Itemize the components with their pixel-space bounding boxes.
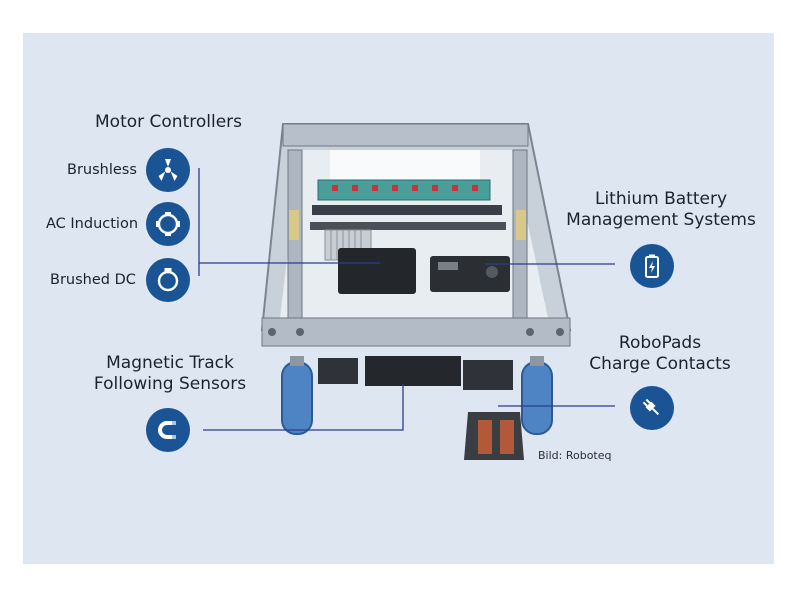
ac-induction-label: AC Induction — [46, 216, 139, 232]
motor-controllers-title: Motor Controllers — [95, 112, 243, 132]
sensors-title-line2: Following Sensors — [93, 374, 247, 394]
battery-icon — [630, 244, 674, 288]
brushed-dc-motor-icon — [146, 258, 190, 302]
robopads-title-line2: Charge Contacts — [589, 354, 731, 374]
brushed-dc-label: Brushed DC — [50, 272, 136, 288]
sensor-pointer — [203, 384, 404, 431]
image-credit: Bild: Roboteq — [538, 449, 612, 462]
brushless-label: Brushless — [67, 162, 137, 178]
battery-title-line2: Management Systems — [566, 210, 756, 230]
magnet-icon — [146, 408, 190, 452]
brushless-motor-icon — [146, 148, 190, 192]
battery-title-line1: Lithium Battery — [594, 189, 727, 209]
sensors-title-line1: Magnetic Track — [106, 353, 234, 373]
robopads-title-line1: RoboPads — [618, 333, 702, 353]
plug-icon — [630, 386, 674, 430]
ac-induction-motor-icon — [146, 202, 190, 246]
